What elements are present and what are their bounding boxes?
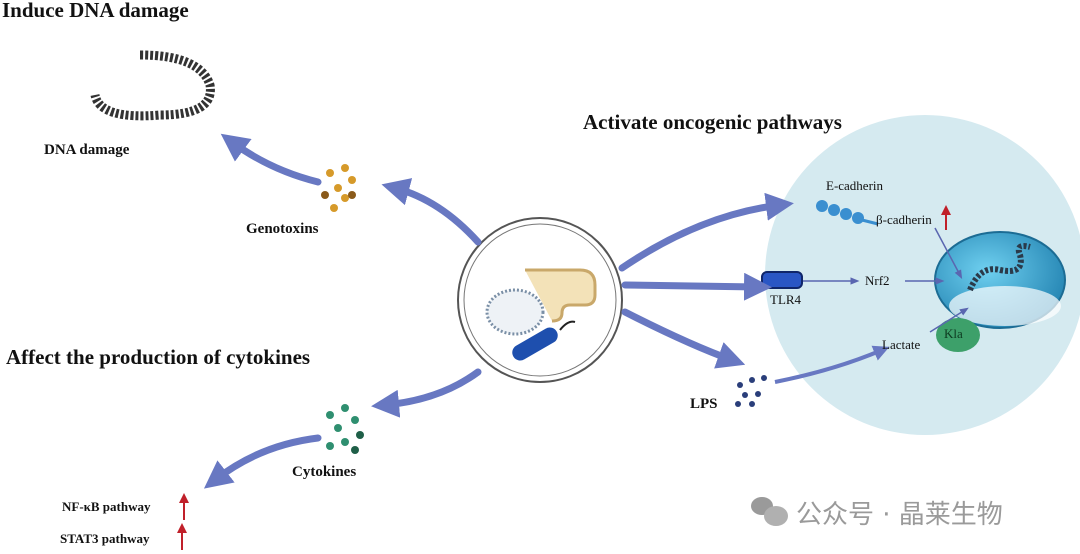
label-nrf2: Nrf2 — [865, 273, 890, 288]
label-dna-damage: DNA damage — [44, 142, 130, 158]
heading-affect-cytokines: Affect the production of cytokines — [6, 345, 311, 369]
heading-induce-dna-damage: Induce DNA damage — [2, 0, 189, 22]
dna-strand-icon — [90, 50, 215, 121]
lps-to-lactate-arrow — [774, 345, 890, 384]
label-tlr4: TLR4 — [770, 292, 802, 307]
e-cadherin-icon — [816, 200, 879, 226]
genotoxins-dots — [321, 164, 356, 212]
small-arrows — [803, 227, 969, 333]
label-kla: Kla — [944, 326, 963, 341]
heading-activate-oncogenic-pathways: Activate oncogenic pathways — [583, 110, 842, 134]
wechat-logo-icon — [751, 497, 788, 526]
microbe-circle — [457, 217, 623, 383]
label-lps: LPS — [690, 396, 718, 412]
tlr4-receptor-icon — [761, 271, 803, 289]
lps-dots — [735, 375, 767, 407]
label-genotoxins: Genotoxins — [246, 221, 319, 237]
cell-background — [765, 115, 1080, 435]
up-arrows — [177, 205, 951, 550]
cytokines-dots — [326, 404, 364, 454]
label-stat3-pathway: STAT3 pathway — [60, 531, 150, 546]
nucleus — [934, 231, 1066, 329]
watermark-text: 公众号 · 晶莱生物 — [796, 500, 1003, 530]
label-nfkb-pathway: NF-κB pathway — [62, 499, 151, 514]
kla-shape — [936, 318, 980, 352]
label-cytokines: Cytokines — [292, 464, 357, 480]
label-e-cadherin: E-cadherin — [826, 178, 884, 193]
label-b-cadherin: β-cadherin — [876, 212, 932, 227]
label-lactate: Lactate — [882, 337, 921, 352]
main-arrows — [203, 133, 794, 489]
